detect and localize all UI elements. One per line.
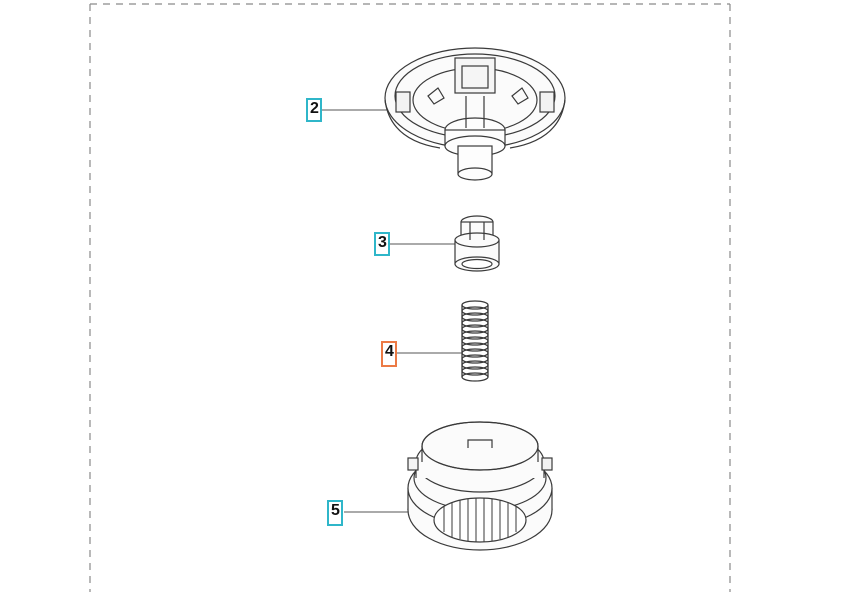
callout-2[interactable]: 2 bbox=[306, 98, 322, 122]
dashed-frame bbox=[89, 3, 731, 592]
part-5-spool[interactable] bbox=[407, 421, 553, 551]
callout-4[interactable]: 4 bbox=[381, 341, 397, 367]
part-2-spool-cover[interactable] bbox=[384, 47, 566, 181]
callout-5[interactable]: 5 bbox=[327, 500, 343, 526]
leader-lines bbox=[322, 109, 462, 513]
part-3-nut[interactable] bbox=[454, 215, 500, 272]
part-4-spring[interactable] bbox=[461, 300, 489, 382]
callout-3[interactable]: 3 bbox=[374, 232, 390, 256]
